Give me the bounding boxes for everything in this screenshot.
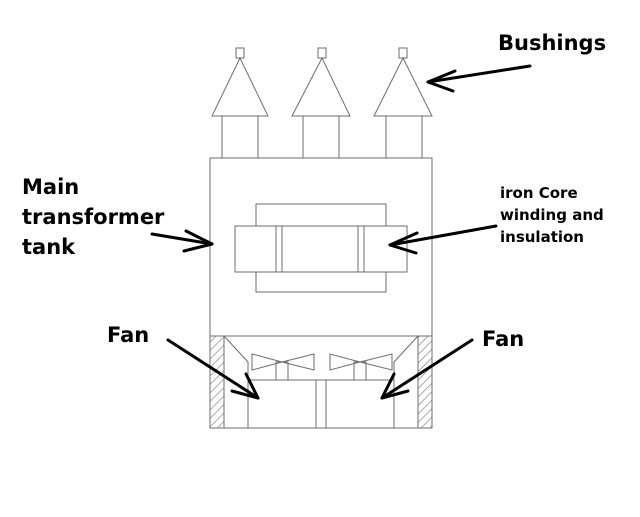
bushing-right	[373, 47, 433, 159]
arrow-core	[388, 224, 498, 255]
label-fan-right: Fan	[482, 327, 525, 351]
label-main-tank-line-2: transformer	[22, 205, 165, 229]
label-fan-left: Fan	[107, 323, 150, 347]
fan-compartment	[209, 335, 433, 429]
bushing-middle	[291, 47, 351, 159]
label-bushings: Bushings	[498, 31, 607, 55]
arrow-main-tank	[150, 229, 214, 253]
label-core-line-3: insulation	[500, 228, 584, 246]
label-core-line-2: winding and	[500, 206, 604, 224]
bushing-left	[211, 47, 269, 159]
arrow-bushings	[426, 64, 532, 93]
label-main-tank: Main transformer tank	[22, 172, 164, 262]
label-main-tank-line-3: tank	[22, 235, 76, 259]
label-core: iron Core winding and insulation	[500, 182, 604, 248]
arrow-fan-left	[166, 338, 260, 400]
arrow-fan-right	[380, 338, 474, 400]
fan-right-blades	[329, 353, 393, 381]
fan-left-blades	[251, 353, 315, 381]
iron-core	[234, 203, 408, 293]
label-core-line-1: iron Core	[500, 184, 578, 202]
label-main-tank-line-1: Main	[22, 175, 80, 199]
